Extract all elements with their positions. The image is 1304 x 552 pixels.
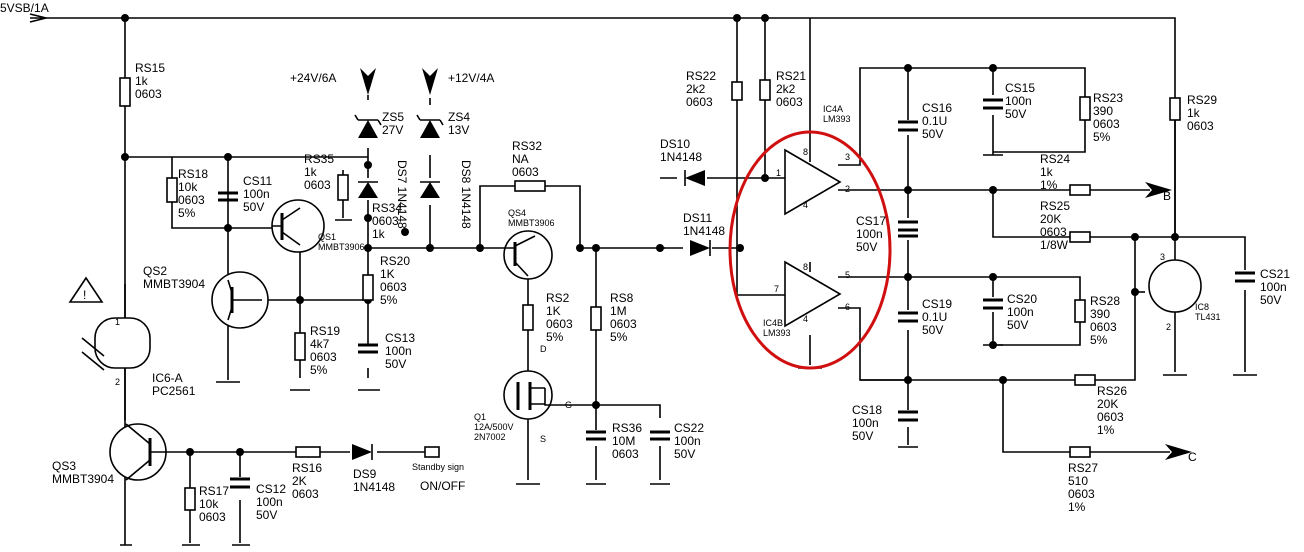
pin-ic4a-p3: 3 <box>845 152 850 162</box>
pin-q1-s: S <box>540 434 546 444</box>
pin-ic4b-p8: 8 <box>803 262 808 272</box>
port-b: B <box>1163 189 1171 203</box>
port-c: C <box>1188 450 1197 464</box>
pin-q1-g: G <box>565 400 572 410</box>
label-ds7: DS7 1N4148 <box>395 160 409 229</box>
standby-label: Standby sign <box>412 462 464 472</box>
pin-ic6-p2: 2 <box>115 377 120 387</box>
pin-ic4a-p8: 8 <box>803 147 808 157</box>
pin-ic4a-p2: 2 <box>845 184 850 194</box>
label-5vsb: 5VSB/1A <box>0 1 49 15</box>
comparator-highlight <box>728 130 892 370</box>
rail-arrows <box>29 13 1192 460</box>
warning-icon: ! <box>83 288 86 302</box>
pin-ic4a-p1: 1 <box>776 168 781 178</box>
wires-right <box>660 18 1257 453</box>
device-bodies <box>68 148 1202 481</box>
pin-ic6-p1: 1 <box>115 317 120 327</box>
capacitor-plates <box>218 98 1255 489</box>
junction-dots <box>121 14 1179 456</box>
standby-onoff: ON/OFF <box>420 479 465 493</box>
label-24v: +24V/6A <box>290 71 336 85</box>
pin-ic4b-p5: 5 <box>845 270 850 280</box>
label-ds8: DS8 1N4148 <box>459 160 473 229</box>
pin-q1-d: D <box>540 344 547 354</box>
pin-ic8-p3: 3 <box>1160 252 1165 262</box>
pin-ic4b-p7: 7 <box>774 284 779 294</box>
pin-ic4a-p4: 4 <box>803 200 808 210</box>
diode-symbols <box>116 114 1193 460</box>
pin-ic4b-p6: 6 <box>845 302 850 312</box>
resistor-bodies <box>119 77 1181 511</box>
rail-labels: 5VSB/1A +24V/6A +12V/4A B C Standby sign… <box>0 1 1197 493</box>
pin-ic8-p2: 2 <box>1166 322 1171 332</box>
wires-left <box>30 17 1176 546</box>
label-12v: +12V/4A <box>448 71 494 85</box>
pin-ic4b-p4: 4 <box>803 314 808 324</box>
